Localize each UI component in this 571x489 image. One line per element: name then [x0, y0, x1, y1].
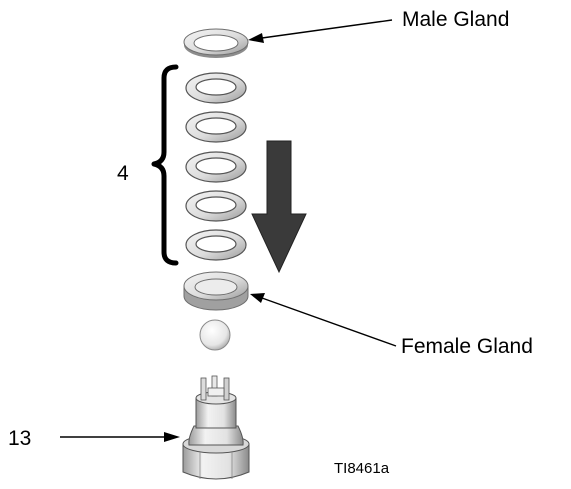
female-gland-leader — [250, 293, 397, 347]
male-gland-leader — [248, 19, 393, 43]
packing-ring — [185, 72, 247, 104]
down-arrow-icon — [251, 140, 307, 274]
packing-ring — [185, 151, 247, 183]
part-13-leader — [60, 432, 180, 442]
packing-count-label: 4 — [117, 162, 129, 185]
packing-ring — [185, 190, 247, 222]
packing-ring — [185, 111, 247, 143]
female-gland-label: Female Gland — [401, 335, 533, 358]
male-gland-ring — [183, 28, 249, 58]
figure-code-label: TI8461a — [334, 460, 390, 477]
ball — [199, 319, 231, 351]
part-number-label: 13 — [8, 427, 32, 450]
female-gland-ring — [183, 271, 249, 311]
curly-brace-icon — [151, 64, 179, 266]
male-gland-label: Male Gland — [402, 8, 510, 31]
part-13-fitting — [182, 375, 250, 480]
packing-ring — [185, 229, 247, 261]
